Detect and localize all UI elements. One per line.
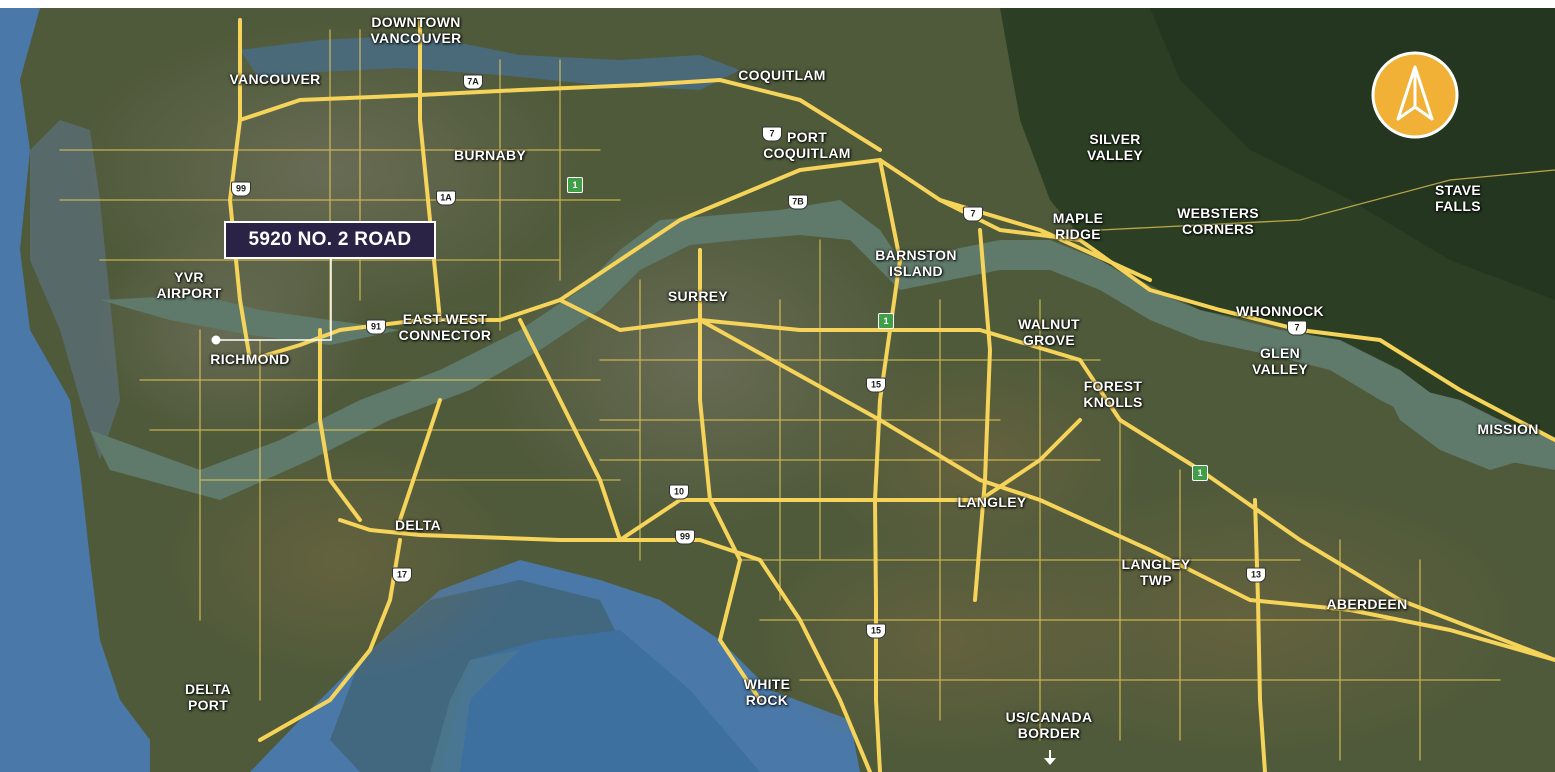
label-websters-corners: WEBSTERS CORNERS [1177,205,1259,237]
label-langley: LANGLEY [957,494,1027,510]
label-port-coquitlam: PORT COQUITLAM [763,129,851,161]
highway-shield-15-north: 15 [866,377,886,393]
trans-canada-shield-langley: 1 [1192,465,1208,481]
label-mission: MISSION [1477,421,1539,437]
label-walnut-grove: WALNUT GROVE [1018,316,1080,348]
location-dot-icon [211,335,221,345]
label-white-rock: WHITE ROCK [743,676,791,708]
highway-shield-17: 17 [392,567,412,583]
label-delta-port: DELTA PORT [184,681,232,713]
label-delta: DELTA [394,517,442,533]
highway-shield-7-whonnock: 7 [1287,320,1307,336]
label-whonnock: WHONNOCK [1236,303,1324,319]
label-richmond: RICHMOND [210,351,290,367]
label-silver-valley: SILVER VALLEY [1087,131,1143,163]
highway-shield-99-south: 99 [675,529,695,545]
trans-canada-shield-surrey: 1 [878,313,894,329]
label-barnston-island: BARNSTON ISLAND [875,247,957,279]
highway-shield-99-north: 99 [231,181,251,197]
highway-shield-7-port: 7 [762,126,782,142]
site-address-box: 5920 NO. 2 ROAD [224,221,436,259]
highway-shield-1a: 1A [436,190,456,206]
label-surrey: SURREY [667,288,729,304]
highway-shield-15-south: 15 [866,623,886,639]
arrow-down-icon [1044,750,1056,765]
label-us-canada-border: US/CANADA BORDER [1005,709,1093,741]
highway-shield-91: 91 [366,319,386,335]
label-aberdeen: ABERDEEN [1326,596,1408,612]
trans-canada-shield-burnaby: 1 [567,177,583,193]
highway-shield-10: 10 [669,484,689,500]
label-east-west-connector: EAST-WEST CONNECTOR [398,311,492,343]
highway-shield-7b: 7B [788,194,808,210]
label-downtown-vancouver: DOWNTOWN VANCOUVER [370,14,462,46]
label-glen-valley: GLEN VALLEY [1252,345,1308,377]
label-yvr-airport: YVR AIRPORT [156,269,222,301]
highway-shield-13: 13 [1246,567,1266,583]
label-stave-falls: STAVE FALLS [1434,182,1482,214]
label-forest-knolls: FOREST KNOLLS [1083,378,1143,410]
north-arrow-icon [1371,51,1459,139]
label-coquitlam: COQUITLAM [738,67,826,83]
label-vancouver: VANCOUVER [229,71,321,87]
label-langley-twp: LANGLEY TWP [1121,556,1191,588]
highway-shield-7a: 7A [463,74,483,90]
highway-shield-7-maple: 7 [963,206,983,222]
label-burnaby: BURNABY [453,147,527,163]
label-maple-ridge: MAPLE RIDGE [1052,210,1104,242]
